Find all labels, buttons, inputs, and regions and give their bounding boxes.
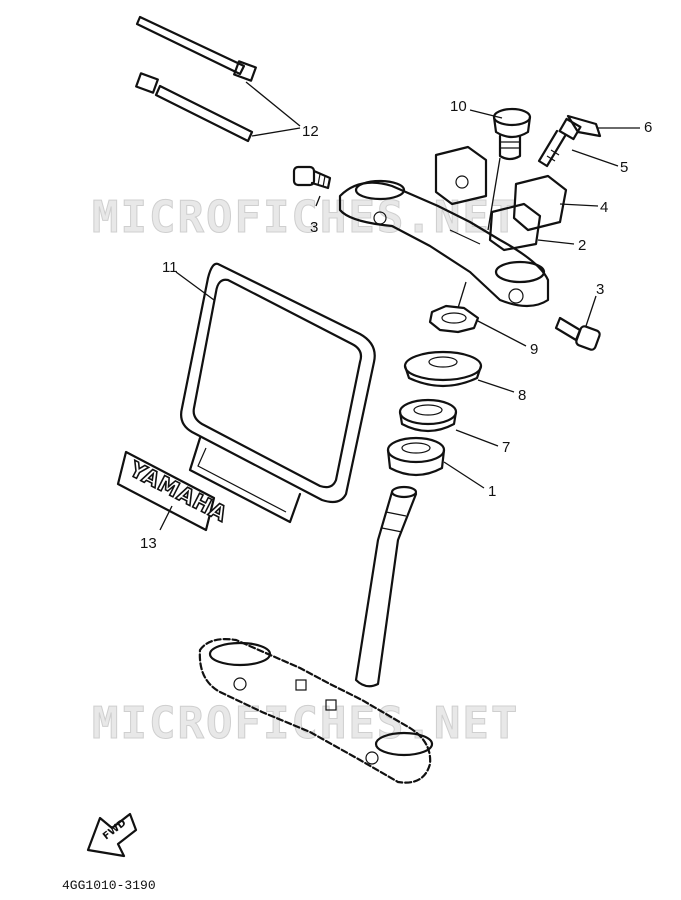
part-code: 4GG1010-3190: [62, 878, 156, 893]
cap-bolt: [492, 107, 532, 161]
bolt-upper: [292, 165, 332, 190]
callout-2: 2: [578, 237, 586, 254]
callout-1: 1: [488, 483, 496, 500]
callout-7: 7: [502, 439, 510, 456]
upper-bracket: [338, 145, 568, 308]
bearing: [386, 436, 446, 477]
callout-6: 6: [644, 119, 652, 136]
cable-ties: [135, 15, 257, 143]
bearing-cover: [403, 350, 483, 388]
lower-bracket: [198, 638, 434, 784]
callout-labels: 10 6 5 4 2 3 3 9 8 7 1 11 12 13: [140, 98, 652, 552]
callout-8: 8: [518, 387, 526, 404]
callout-11: 11: [162, 259, 178, 276]
callout-9: 9: [530, 341, 538, 358]
leader-lines: [159, 81, 640, 531]
callout-10: 10: [450, 98, 467, 115]
lock-plate: [566, 114, 602, 138]
watermark-bottom: MICROFICHES.NET: [92, 698, 519, 749]
callout-3-upper: 3: [310, 219, 318, 236]
fwd-arrow-icon: FWD: [86, 812, 138, 858]
clamp-bolt: [537, 117, 582, 168]
yamaha-emblem: YAMAHA: [116, 450, 232, 532]
callout-12: 12: [302, 123, 319, 140]
headlight-frame: [180, 262, 376, 524]
bearing-seal: [398, 398, 458, 433]
steering-stem: [354, 485, 418, 688]
watermark-top: MICROFICHES.NET: [92, 192, 519, 243]
callout-3-right: 3: [596, 281, 604, 298]
ring-nut: [428, 304, 480, 334]
callout-5: 5: [620, 159, 628, 176]
bolt-right: [554, 316, 601, 351]
callout-13: 13: [140, 535, 157, 552]
callout-4: 4: [600, 199, 608, 216]
